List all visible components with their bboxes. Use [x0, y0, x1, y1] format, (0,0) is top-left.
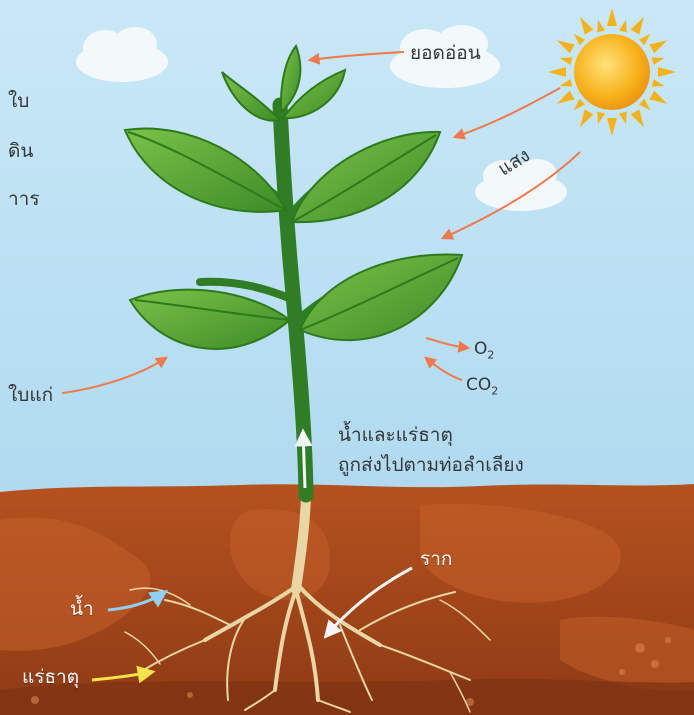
o2-symbol: O: [474, 339, 487, 359]
co2-symbol: CO: [466, 375, 491, 395]
transport-arrow: [303, 432, 305, 488]
old-leaf-label: ใบแก่: [8, 384, 53, 406]
edge-text: ใบ: [8, 90, 29, 112]
o2-subscript: 2: [487, 348, 494, 361]
co2-label: CO2: [466, 374, 498, 402]
water-label: น้ำ: [70, 598, 94, 620]
soil: [0, 484, 694, 715]
root-label: ราก: [420, 548, 452, 570]
edge-text: าาร: [8, 188, 40, 210]
co2-subscript: 2: [491, 384, 498, 397]
edge-text: ดิน: [8, 140, 33, 162]
transport-label-line1: น้ำและแร่ธาตุ: [338, 424, 453, 446]
transport-label-line2: ถูกส่งไปตามท่อลำเลียง: [338, 454, 524, 476]
minerals-label: แร่ธาตุ: [22, 666, 79, 688]
shoot-label: ยอดอ่อน: [410, 42, 481, 64]
o2-label: O2: [474, 338, 494, 366]
